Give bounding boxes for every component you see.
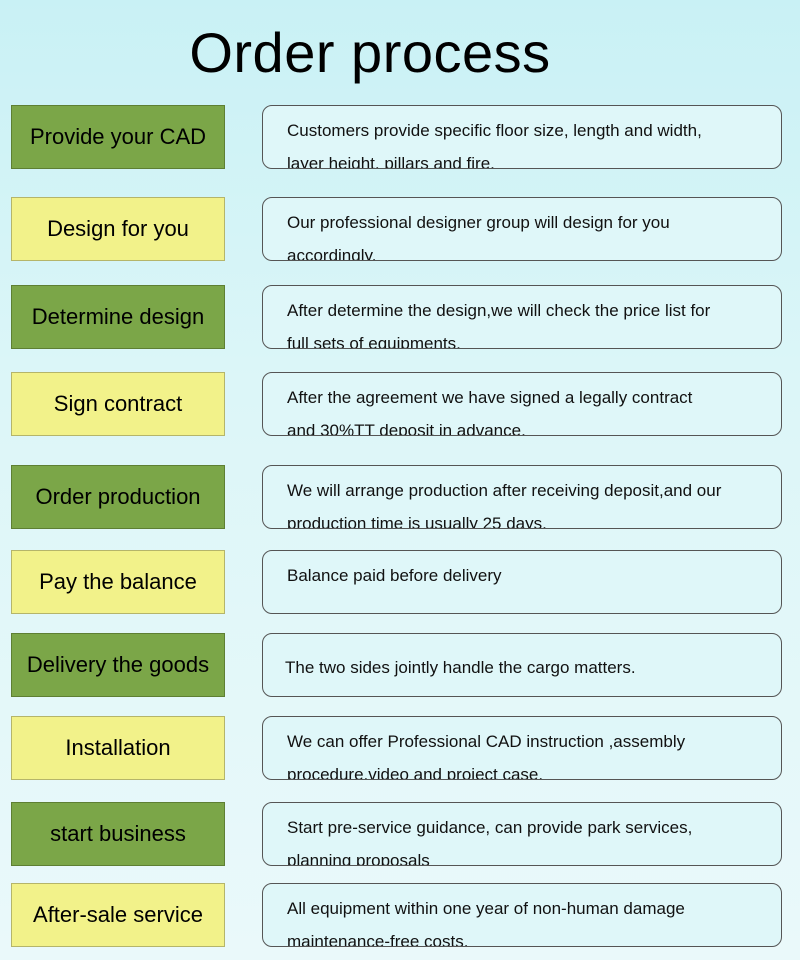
- step-description: Balance paid before delivery: [262, 550, 782, 614]
- step-start-business: start business: [11, 802, 225, 866]
- step-after-sale-service: After-sale service: [11, 883, 225, 947]
- step-description: After determine the design,we will check…: [262, 285, 782, 349]
- step-installation: Installation: [11, 716, 225, 780]
- step-delivery-goods: Delivery the goods: [11, 633, 225, 697]
- step-description: After the agreement we have signed a leg…: [262, 372, 782, 436]
- step-design-for-you: Design for you: [11, 197, 225, 261]
- step-determine-design: Determine design: [11, 285, 225, 349]
- step-description: Customers provide specific floor size, l…: [262, 105, 782, 169]
- step-provide-cad: Provide your CAD: [11, 105, 225, 169]
- page-title: Order process: [189, 21, 551, 84]
- step-description: Our professional designer group will des…: [262, 197, 782, 261]
- step-pay-balance: Pay the balance: [11, 550, 225, 614]
- step-sign-contract: Sign contract: [11, 372, 225, 436]
- step-description: We can offer Professional CAD instructio…: [262, 716, 782, 780]
- step-order-production: Order production: [11, 465, 225, 529]
- step-description: We will arrange production after receivi…: [262, 465, 782, 529]
- step-description: All equipment within one year of non-hum…: [262, 883, 782, 947]
- step-description: The two sides jointly handle the cargo m…: [262, 633, 782, 697]
- step-description: Start pre-service guidance, can provide …: [262, 802, 782, 866]
